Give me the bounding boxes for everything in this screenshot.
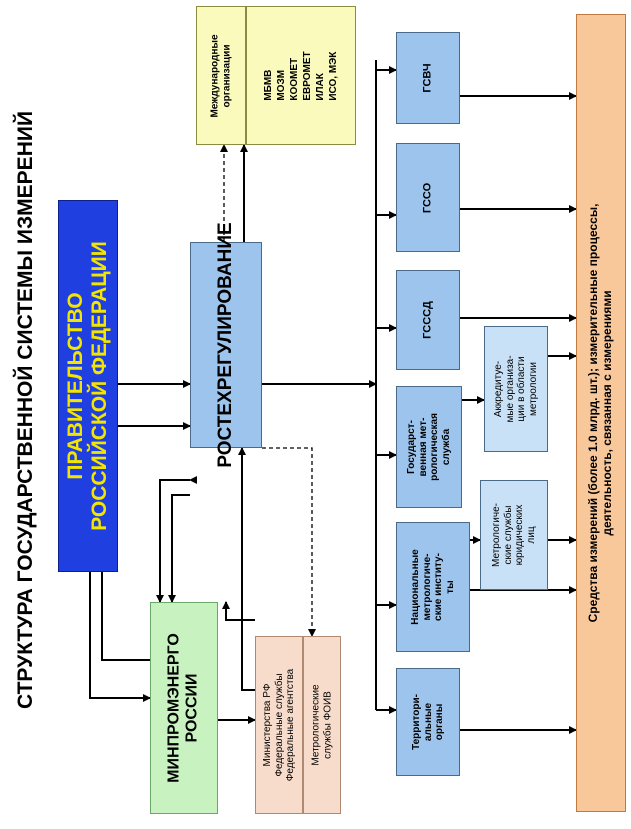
international-list-box: МБМВ МОЗМ КООМЕТ ЕВРОМЕТ ИЛАК ИСО, МЭК [246,6,356,145]
accredited-orgs-box: Аккредитуе- мые организа- ции в области … [484,326,548,452]
government-label: ПРАВИТЕЛЬСТВО РОССИЙСКОЙ ФЕДЕРАЦИИ [64,241,112,531]
accredited-orgs-line3: ции в области [516,356,527,422]
ministries-line2: Федеральные службы [273,673,285,777]
foiv-services-line1: Метрологические [310,684,322,766]
ministries-line3: Федеральные агентства [284,668,296,782]
state-metrology-line4: служба [440,428,452,466]
minpromenergo-line1: МИНПРОМЭНЕРГО [165,633,183,783]
international-item-mbmv: МБМВ [263,69,274,101]
international-list: МБМВ МОЗМ КООМЕТ ЕВРОМЕТ ИЛАК ИСО, МЭК [262,51,340,100]
gsso-label: ГССО [421,182,434,213]
territorial-bodies-line3: органы [433,703,445,741]
territorial-bodies-box: Территори- альные органы [396,668,460,776]
accredited-orgs-line2: мые организа- [504,355,516,423]
legal-entity-line3: юридических [514,504,525,566]
territorial-bodies-line1: Территори- [410,694,422,750]
measurement-means-line2: деятельность, связанная с измерениями [600,290,614,536]
government-box: ПРАВИТЕЛЬСТВО РОССИЙСКОЙ ФЕДЕРАЦИИ [58,200,118,572]
foiv-services-line2: службы ФОИВ [322,691,333,759]
legal-entity-services-label: Метрологиче- ские службы юридических лиц [491,503,537,567]
ministries-box: Министерства РФ Федеральные службы Федер… [255,636,303,814]
government-line1: ПРАВИТЕЛЬСТВО [63,292,87,480]
accredited-orgs-label: Аккредитуе- мые организа- ции в области … [493,355,539,422]
accredited-orgs-line1: Аккредитуе- [493,360,504,418]
minpromenergo-box: МИНПРОМЭНЕРГО РОССИИ [150,602,218,814]
state-metrology-service-box: Государст- венная мет- рологическая служ… [396,386,462,508]
measurement-means-label: Средства измерений (более 1.0 млрд. шт.)… [586,203,615,623]
measurement-means-box: Средства измерений (более 1.0 млрд. шт.)… [576,14,626,812]
international-header-box: Международные организации [196,6,246,145]
international-header-line1: Международные [209,33,221,118]
legal-entity-line4: лиц [525,526,537,544]
national-institutes-label: Национальные метрологиче- ские институ- … [410,549,456,624]
legal-entity-line1: Метрологиче- [491,503,502,567]
legal-entity-line2: ские службы [502,505,514,565]
international-header-line2: организации [221,44,232,107]
international-item-euromet: ЕВРОМЕТ [302,50,313,101]
territorial-bodies-label: Территори- альные органы [411,694,446,750]
measurement-means-line1: Средства измерений (более 1.0 млрд. шт.)… [586,203,601,623]
gsssd-label: ГСССД [421,301,434,339]
international-item-iso-iec: ИСО, МЭК [328,51,339,101]
gsssd-box: ГСССД [396,270,460,370]
state-metrology-line1: Государст- [406,420,417,474]
international-item-ilac: ИЛАК [315,72,326,101]
legal-entity-services-box: Метрологиче- ские службы юридических лиц [480,480,548,590]
national-institutes-line1: Национальные [410,549,421,625]
gsvch-box: ГСВЧ [396,32,460,124]
state-metrology-service-label: Государст- венная мет- рологическая служ… [406,413,452,481]
rosstandart-label: РОСТЕХРЕГУЛИРОВАНИЕ [215,222,237,468]
minpromenergo-line2: РОССИИ [184,673,201,743]
ministries-label: Министерства РФ Федеральные службы Федер… [262,669,297,781]
national-institutes-box: Национальные метрологиче- ские институ- … [396,522,470,652]
state-metrology-line3: рологическая [429,413,440,481]
international-header-label: Международные организации [210,34,233,117]
national-institutes-line4: ты [444,580,456,594]
gsvch-label: ГСВЧ [421,63,434,93]
ministries-line1: Министерства РФ [261,683,273,767]
rosstandart-box: РОСТЕХРЕГУЛИРОВАНИЕ [190,222,262,468]
foiv-services-box: Метрологические службы ФОИВ [303,636,341,814]
state-metrology-line2: венная мет- [417,417,429,477]
international-item-mozm: МОЗМ [276,69,287,101]
foiv-services-label: Метрологические службы ФОИВ [311,684,334,765]
gsso-box: ГССО [396,143,460,252]
national-institutes-line3: ские институ- [433,553,444,621]
minpromenergo-label: МИНПРОМЭНЕРГО РОССИИ [166,633,203,783]
territorial-bodies-line2: альные [422,702,434,742]
accredited-orgs-line4: метрологии [527,362,539,416]
national-institutes-line2: метрологиче- [421,553,433,621]
government-line2: РОССИЙСКОЙ ФЕДЕРАЦИИ [88,241,111,531]
international-item-koomet: КООМЕТ [289,57,300,101]
